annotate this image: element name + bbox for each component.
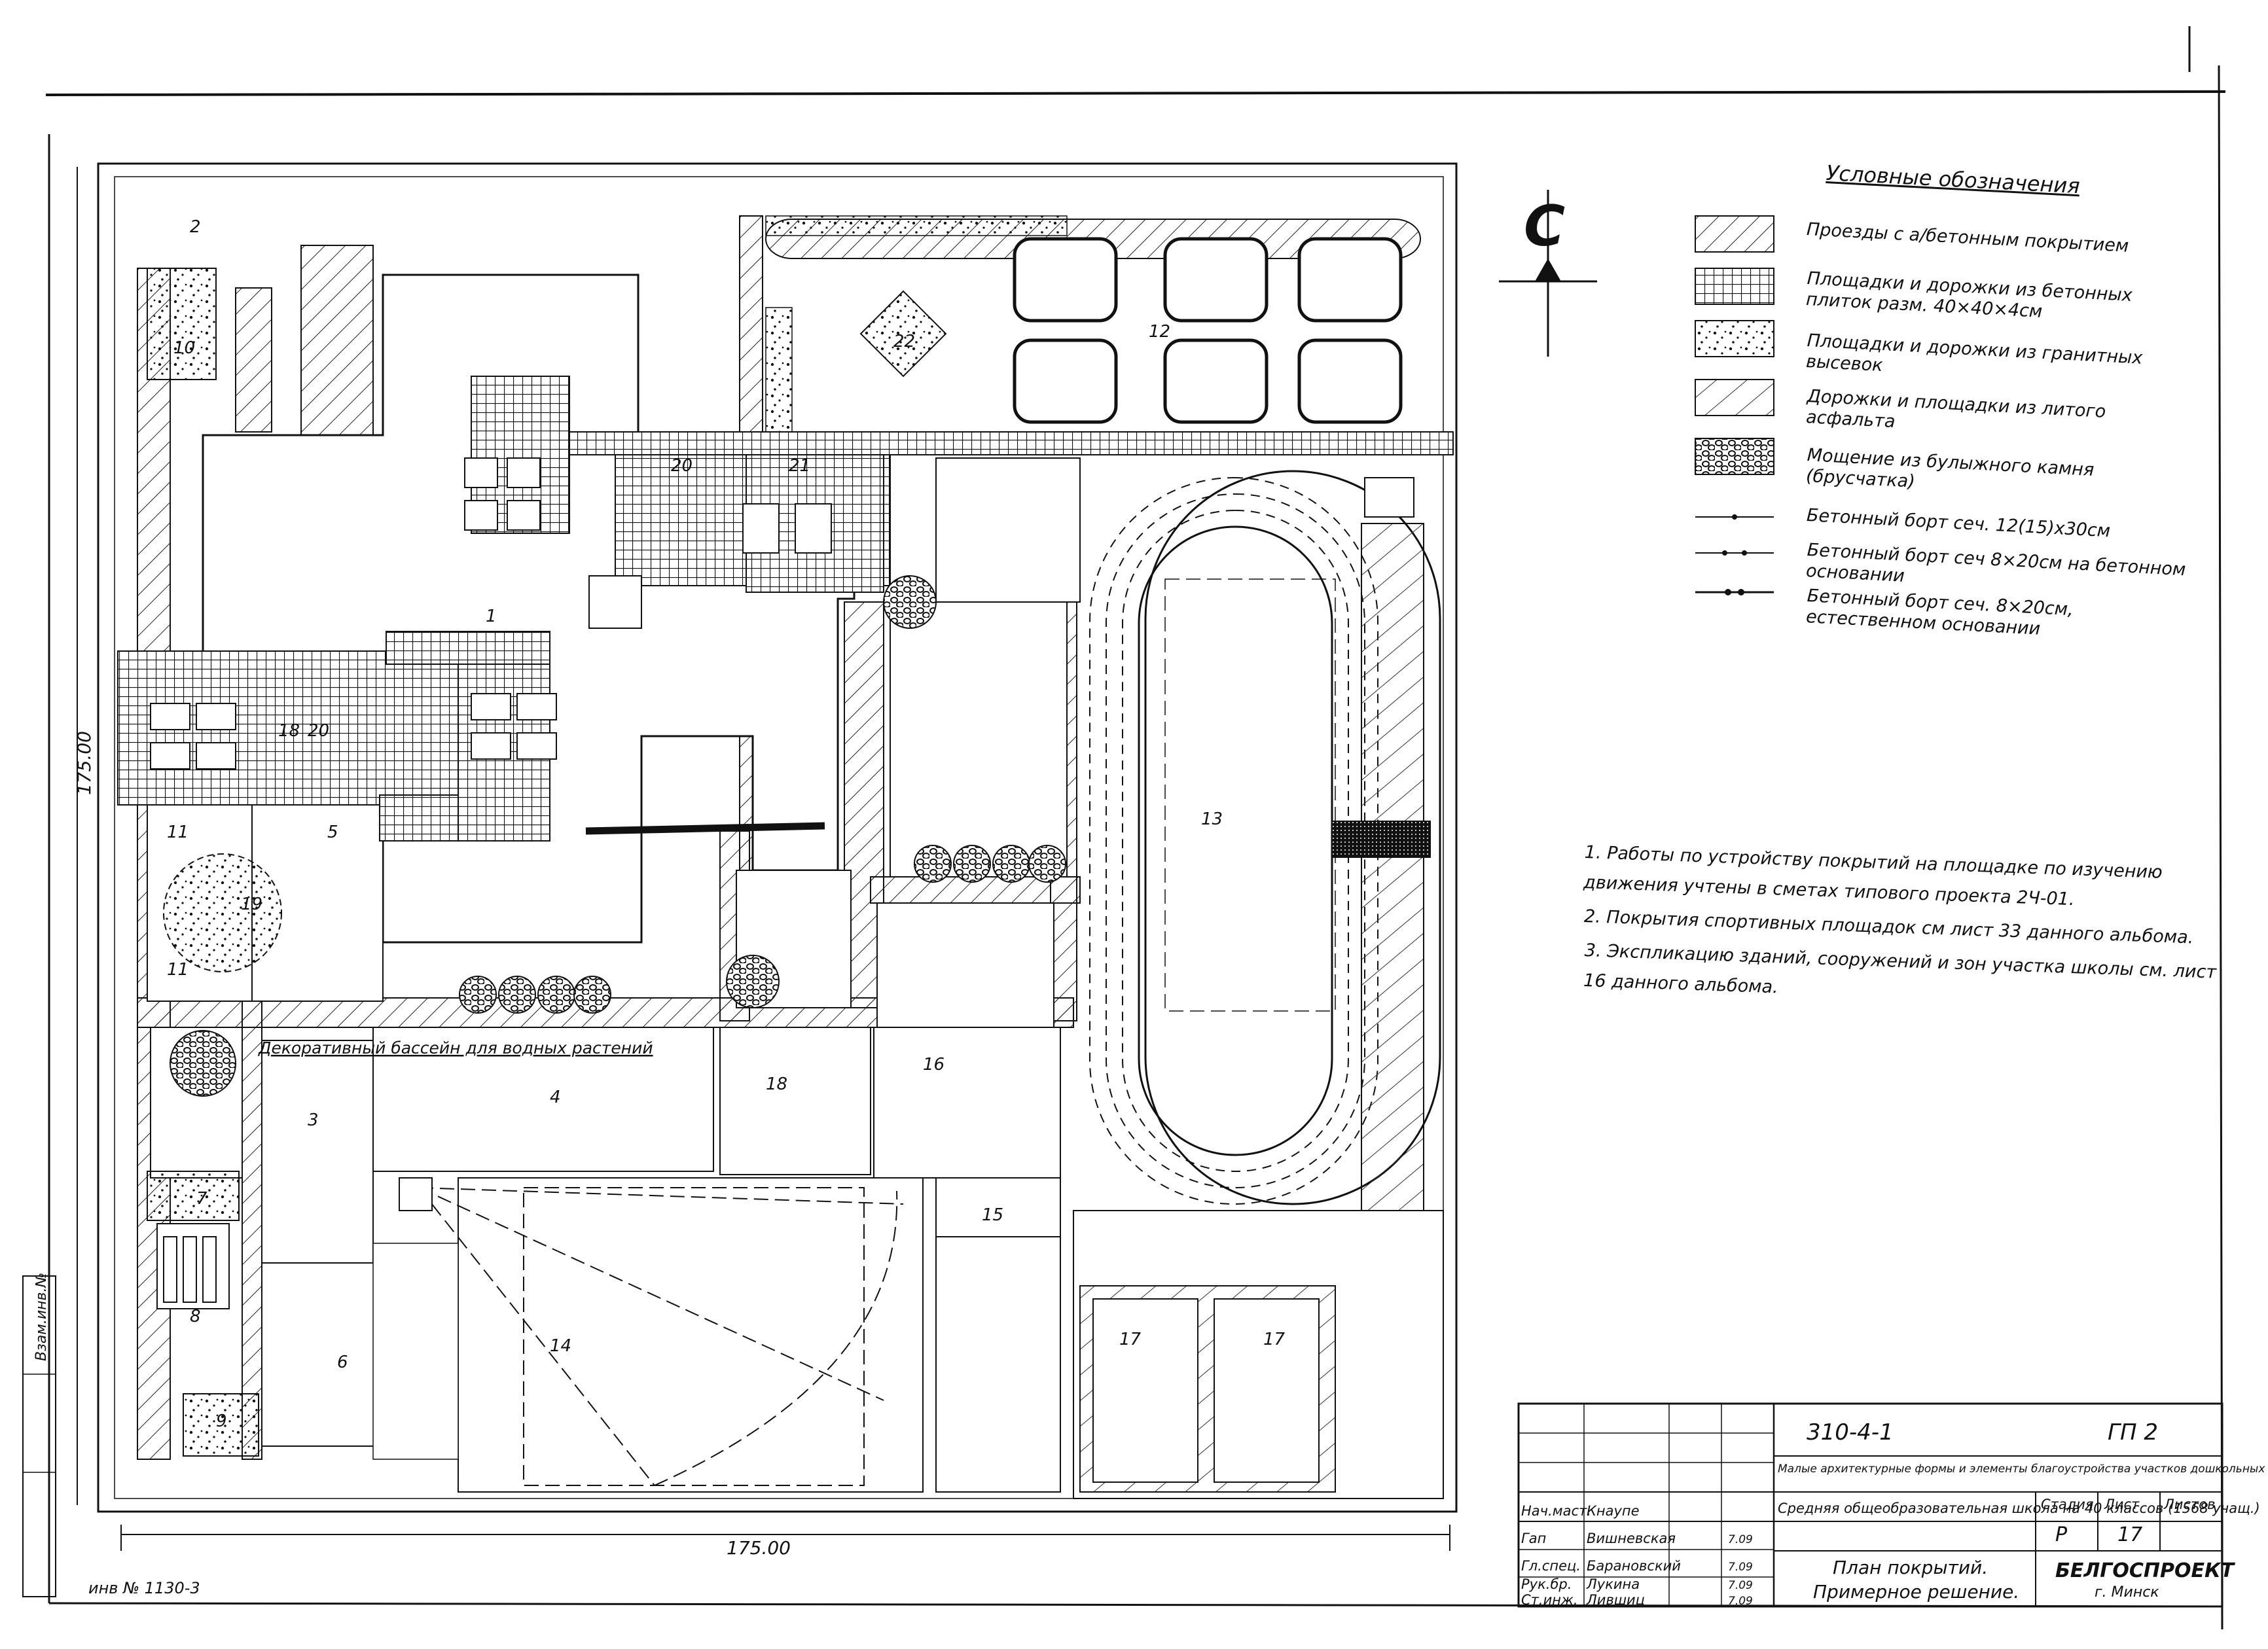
role-0: Нач.маст. [1521,1503,1591,1519]
zone-11a: 11 [167,823,189,842]
zone-4: 4 [550,1088,561,1107]
zone-19: 19 [241,895,262,914]
zone-12: 12 [1149,322,1170,342]
zone-18a: 18 [766,1074,787,1094]
role-4: Ст.инж. [1521,1592,1578,1608]
zone-labels: 1 2 3 4 5 6 7 8 9 10 11 11 12 13 14 15 1… [167,217,1286,1431]
zone-11b: 11 [167,960,189,980]
north-letter: С [1524,194,1565,259]
sheet-label: Лист [2104,1497,2140,1512]
zone-21: 21 [789,456,810,476]
wall-line [585,822,825,835]
object-title: Средняя общеобразовательная школа на 40 … [1778,1500,2260,1516]
notes-block: 1. Работы по устройству покрытий на площ… [1583,838,2239,1000]
name-1: Вишневская [1587,1531,1676,1546]
zone-2: 2 [190,217,201,237]
stage-label: Стадия [2041,1497,2094,1512]
role-3: Рук.бр. [1521,1576,1572,1592]
cobble-areas [163,575,1066,1097]
date-1: 7.09 [1728,1533,1753,1546]
drawing-title-1: План покрытий. [1833,1557,1988,1578]
series-title: Малые архитектурные формы и элементы бла… [1778,1463,2268,1476]
org-city: г. Минск [2095,1584,2159,1601]
zone-3: 3 [308,1110,319,1130]
zone-6: 6 [337,1353,348,1372]
inv-number: инв № 1130-3 [88,1579,200,1597]
date-4: 7.09 [1728,1595,1753,1608]
zone-20b: 20 [671,456,693,476]
zone-13: 13 [1201,809,1223,829]
garden-cells [765,215,1403,433]
zone-7: 7 [196,1189,207,1209]
zone-17a: 17 [1119,1330,1142,1349]
sheets-label: Листов [2163,1497,2215,1512]
zone-5: 5 [327,823,338,842]
zone-9: 9 [216,1411,227,1431]
name-0: Кнаупе [1587,1503,1640,1519]
title-block [1517,1402,2223,1608]
sports-fields [372,1177,1444,1499]
zone-17b: 17 [1263,1330,1286,1349]
dim-horizontal: 175.00 [727,1537,791,1559]
role-1: Гап [1521,1531,1546,1546]
site-boundary [97,162,1458,1513]
sheet-code: ГП 2 [2108,1419,2158,1445]
role-2: Гл.спец. [1521,1558,1581,1574]
zone-16: 16 [923,1055,945,1074]
name-3: Лукина [1586,1576,1640,1592]
dim-vertical: 175.00 [73,731,95,795]
sheet-value: 17 [2117,1523,2142,1546]
plate-paving [117,376,1454,842]
margin-side-label: Взам.инв.№ [33,1273,50,1361]
zone-1: 1 [486,607,497,626]
zone-18b: 18 [278,721,300,741]
stage-value: Р [2055,1523,2068,1546]
org-name: БЕЛГОСПРОЕКТ [2055,1559,2236,1582]
north-arrow [1499,190,1597,357]
dimension-lines [77,167,1450,1551]
name-4: Лившиц [1586,1592,1645,1608]
pool-label: Декоративный бассейн для водных растений [258,1038,653,1057]
date-3: 7.09 [1728,1579,1753,1592]
zone-14: 14 [550,1336,571,1356]
signatures: Нач.маст. Кнаупе Гап Вишневская 7.09 Гл.… [1521,1503,1753,1608]
zone-8: 8 [190,1307,201,1326]
zone-15: 15 [982,1205,1003,1225]
zone-20a: 20 [308,721,329,741]
name-2: Барановский [1587,1558,1681,1574]
zone-22: 22 [893,332,915,351]
date-2: 7.09 [1728,1561,1753,1574]
project-code: 310-4-1 [1807,1419,1894,1445]
margin-stamp [22,1275,56,1597]
legend-swatches [1695,215,1774,595]
drawing-title-2: Примерное решение. [1813,1581,2019,1603]
zone-10: 10 [173,338,195,358]
